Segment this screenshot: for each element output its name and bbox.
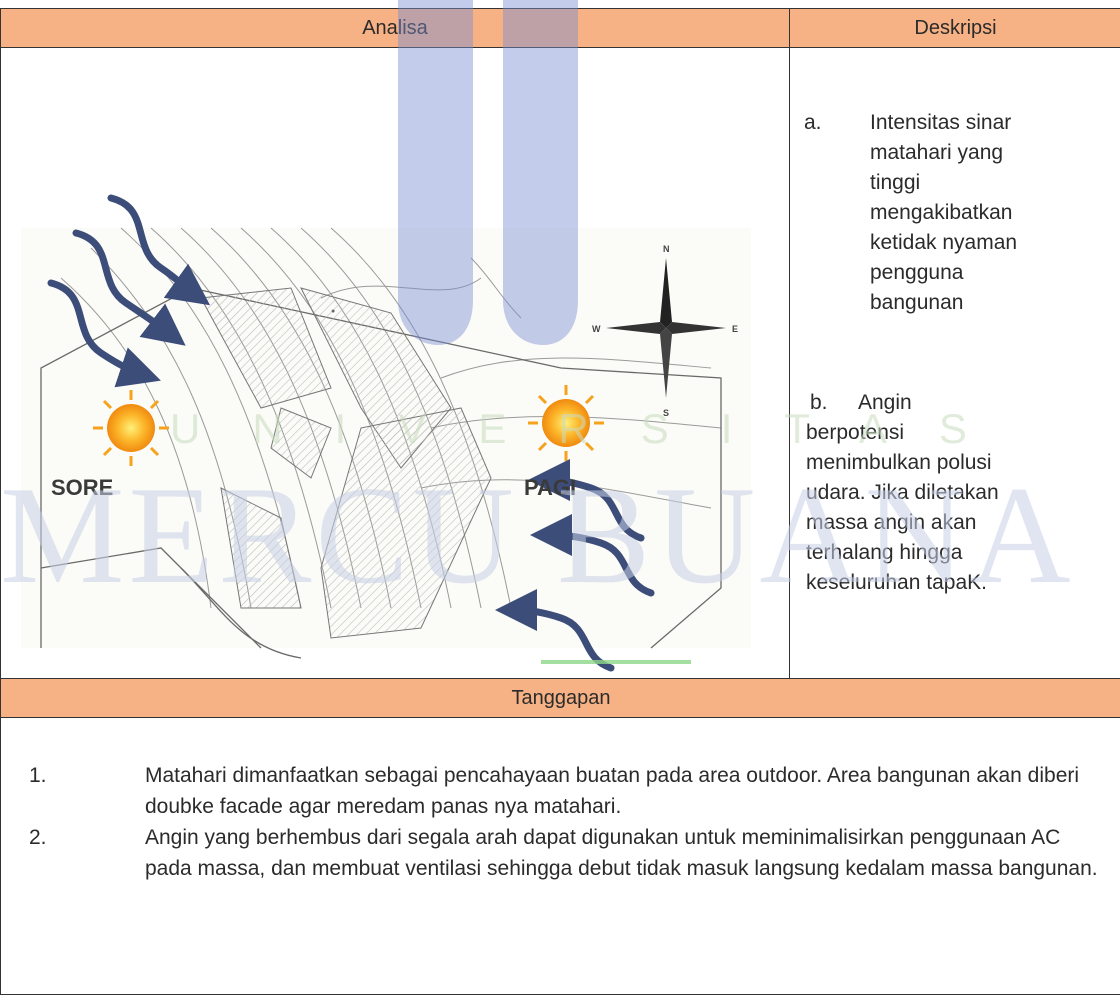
response-item-text: Matahari dimanfaatkan sebagai pencahayaa… bbox=[145, 764, 1080, 818]
description-item-a-line: pengguna bbox=[870, 261, 964, 284]
response-item: 2. Angin yang berhembus dari segala arah… bbox=[1, 822, 1101, 884]
description-item-b-line: terhalang hingga bbox=[806, 541, 963, 564]
compass-w-label: W bbox=[592, 324, 601, 334]
site-map-cell: ● N W E S bbox=[0, 47, 790, 679]
wind-arrows-east bbox=[495, 459, 655, 672]
compass-n-label: N bbox=[663, 244, 670, 254]
description-item-b-line: berpotensi bbox=[806, 421, 905, 444]
response-list: 1. Matahari dimanfaatkan sebagai pencaha… bbox=[1, 718, 1120, 884]
response-item-number: 2. bbox=[29, 826, 47, 849]
wind-arrows-west bbox=[47, 194, 211, 388]
response-cell: 1. Matahari dimanfaatkan sebagai pencaha… bbox=[0, 717, 1120, 995]
hatched-zones bbox=[200, 287, 492, 639]
site-boundary bbox=[40, 287, 722, 659]
compass-s-label: S bbox=[663, 408, 669, 418]
response-item: 1. Matahari dimanfaatkan sebagai pencaha… bbox=[1, 760, 1101, 822]
map-label-sore: SORE bbox=[51, 475, 113, 500]
header-analysis: Analisa bbox=[0, 8, 790, 48]
response-item-text: Angin yang berhembus dari segala arah da… bbox=[145, 826, 1098, 880]
response-item-number: 1. bbox=[29, 764, 47, 787]
compass-e-label: E bbox=[732, 324, 738, 334]
description-item-a: a. Intensitas sinar matahari yang tinggi… bbox=[804, 108, 1119, 318]
description-item-b-marker: b. bbox=[810, 391, 828, 414]
description-item-a-marker: a. bbox=[804, 111, 822, 134]
description-item-a-line: tinggi bbox=[870, 171, 921, 194]
description-item-b-line: massa angin akan bbox=[806, 511, 977, 534]
svg-text:●: ● bbox=[331, 308, 335, 315]
description-item-b-line: menimbulkan polusi bbox=[806, 451, 992, 474]
sun-icon-west bbox=[93, 390, 169, 466]
sun-icon-east bbox=[528, 385, 604, 461]
description-item-a-line: mengakibatkan bbox=[870, 201, 1013, 224]
description-cell: a. Intensitas sinar matahari yang tinggi… bbox=[789, 47, 1120, 679]
description-item-b-first: Angin bbox=[858, 391, 912, 414]
header-description: Deskripsi bbox=[789, 8, 1120, 48]
header-response: Tanggapan bbox=[0, 678, 1120, 718]
map-label-pagi: PAGI bbox=[524, 475, 576, 500]
analysis-table: Analisa Deskripsi bbox=[0, 8, 1120, 995]
description-item-b: b. Angin berpotensi menimbulkan polusi ud… bbox=[806, 388, 1120, 598]
north-compass: N W E S bbox=[592, 244, 738, 418]
description-item-a-line: Intensitas sinar bbox=[870, 111, 1012, 134]
description-item-a-line: bangunan bbox=[870, 291, 964, 314]
description-item-b-line: udara. Jika diletakan bbox=[806, 481, 999, 504]
description-item-a-line: matahari yang bbox=[870, 141, 1004, 164]
description-item-a-line: ketidak nyaman bbox=[870, 231, 1018, 254]
description-item-b-line: keseluruhan tapaK. bbox=[806, 571, 987, 594]
site-analysis-map: ● N W E S bbox=[1, 48, 787, 678]
